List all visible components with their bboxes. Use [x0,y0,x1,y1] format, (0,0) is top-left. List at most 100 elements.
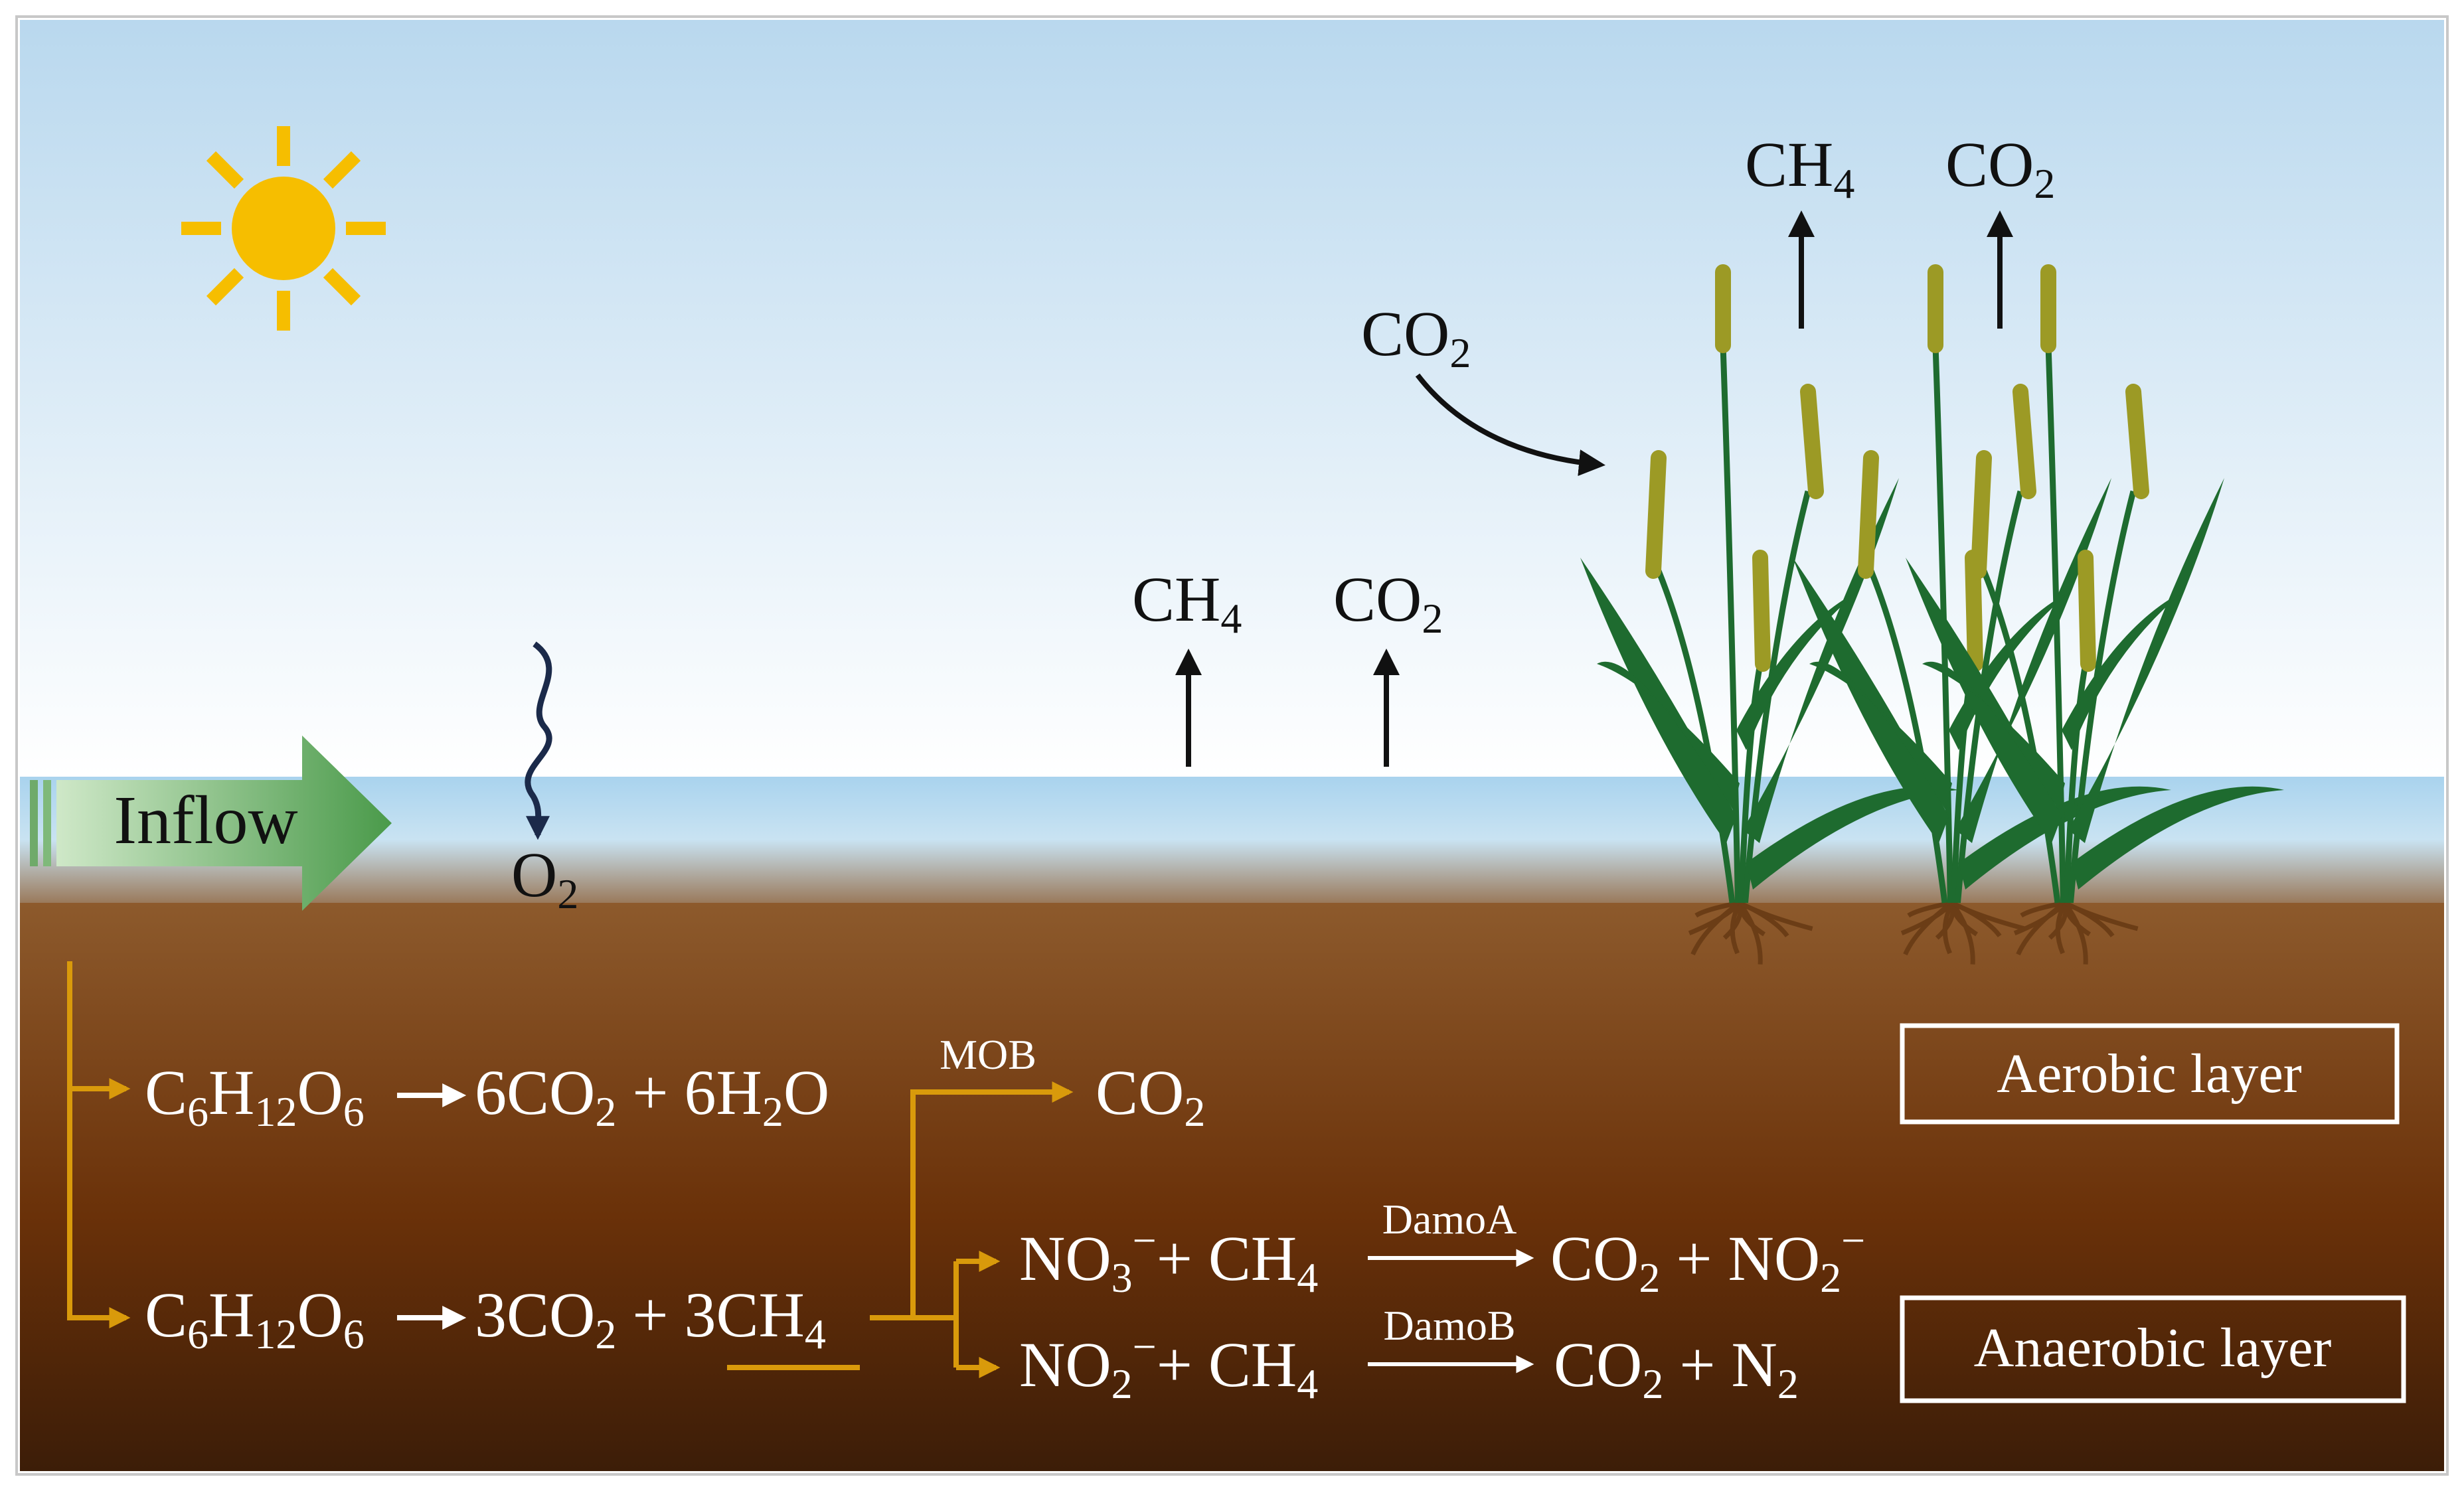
root-icon [1738,901,1763,965]
reed-head-icon [1971,450,1992,579]
root-icon [1694,900,1740,918]
reed-leaf-icon [1922,661,2065,810]
formula-subscript: 2 [1820,1254,1841,1301]
pathway-connectors [67,961,1074,1378]
oxygen-label: O2 [511,839,578,917]
damo-nitrate-reactants: NO3−+ CH4 [1019,1217,1318,1301]
inflow-label: Inflow [114,782,297,858]
oxygen-main: O [511,839,557,910]
damob-label: DamoB [1383,1302,1515,1349]
root-icon [2016,901,2067,956]
formula-text: CO [1554,1329,1642,1400]
formula-text: + CH [1157,1329,1297,1400]
formula-subscript: 2 [1111,1360,1133,1407]
damo-nitrite-products: CO2 + N2 [1554,1329,1799,1407]
reed-leaf-icon [1959,786,2171,890]
root-icon [1942,902,1955,955]
formula-text: CO [1550,1223,1639,1294]
formula-subscript: 4 [1297,1254,1318,1301]
root-icon [2064,900,2139,931]
formula-text: NO [1019,1329,1111,1400]
root-icon [1950,901,1975,965]
formula-subscript: 3 [1111,1254,1133,1301]
formula-subscript: 2 [595,1310,616,1358]
formula-text: NO [1019,1223,1111,1294]
root-icon [2055,902,2068,955]
reed-leaf-icon [1793,558,1949,843]
reed-head-icon [2078,550,2096,672]
formula-subscript: 12 [254,1088,297,1135]
reed-leaf-icon [1736,591,1859,750]
damoa-label: DamoA [1382,1196,1517,1243]
damo-nitrite-reactants: NO2−+ CH4 [1019,1323,1318,1407]
sun-icon [181,126,386,331]
formula-subscript: 2 [595,1088,616,1135]
formula-text: O [783,1057,829,1128]
reed-leaf-icon [1809,661,1952,810]
plant-uptake-co2-label: CO2 [1361,298,1471,376]
root-icon [1730,902,1742,955]
formula-text: H [208,1279,254,1350]
reed-leaf-icon [1580,558,1736,843]
water-emission-co2-label: CO2 [1333,564,1443,642]
formula-subscript: 2 [1184,1088,1205,1135]
formula-supscript: − [1133,1217,1157,1264]
reed-stem-icon [1932,345,1953,903]
formula-text: 6CO [475,1057,595,1128]
formula-subscript: 4 [1297,1360,1318,1407]
plant-emission-co2-label: CO2 [1945,129,2055,207]
reed-stem-icon [1655,570,1736,903]
reed-head-icon [1858,450,1879,579]
root-icon [1949,902,1979,937]
root-icon [2063,901,2088,965]
damo-nitrate-products: CO2 + NO2− [1550,1217,1865,1301]
formula-text: + CH [1157,1223,1297,1294]
reed-leaf-icon [2072,786,2284,890]
root-icon [1951,900,2026,931]
root-icon [2062,902,2092,937]
reed-stem-icon [1981,570,2061,903]
aerobic-glucose-reactant: C6H12O6 [145,1057,365,1135]
reed-leaf-icon [1949,591,2072,750]
formula-subscript: 6 [343,1088,365,1135]
reed-head-icon [1752,550,1771,672]
formula-subscript: 2 [762,1088,783,1135]
reed-stem-icon [2045,345,2066,903]
methane-oxidation-products: CO2 [1096,1057,1205,1135]
formula-text: O [297,1057,343,1128]
formula-text: + NO [1660,1223,1820,1294]
reed-stem-icon [1868,570,1948,903]
root-icon [1738,900,1813,931]
reed-head-icon [1645,450,1667,579]
root-icon [2020,900,2066,918]
anaerobic-layer-label: Anaerobic layer [1974,1317,2332,1379]
formula-text: H [208,1057,254,1128]
plant-emission-ch4-label: CH4 [1745,129,1854,207]
soil-layer [20,903,2444,1471]
reed-leaf-icon [1746,786,1959,890]
reed-leaf-icon [1597,661,1740,810]
anaerobic-glucose-products: 3CO2 + 3CH4 [475,1279,826,1358]
formula-subscript: 2 [1777,1360,1799,1407]
formula-text: C [145,1279,187,1350]
formula-subscript: 6 [187,1088,208,1135]
formula-text: C [145,1057,187,1128]
oxygen-sub: 2 [557,870,578,917]
formula-text: + 3CH [616,1279,805,1350]
reed-head-icon [2125,384,2149,499]
reed-head-icon [2012,384,2036,499]
anaerobic-layer-box [1900,1295,2406,1403]
root-icon [1903,901,1954,956]
formula-subscript: 12 [254,1310,297,1358]
reed-head-icon [1800,384,1824,499]
aerobic-glucose-products: 6CO2 + 6H2O [475,1057,829,1135]
formula-text: CO [1096,1057,1184,1128]
reed-plant-icon [1580,264,2284,965]
formula-text: + N [1663,1329,1777,1400]
formula-supscript: − [1841,1217,1865,1264]
plant-uptake-arrow [1415,373,1605,477]
root-icon [1907,900,1953,918]
formula-subscript: 4 [805,1310,826,1358]
inflow-arrow-icon [30,736,392,911]
